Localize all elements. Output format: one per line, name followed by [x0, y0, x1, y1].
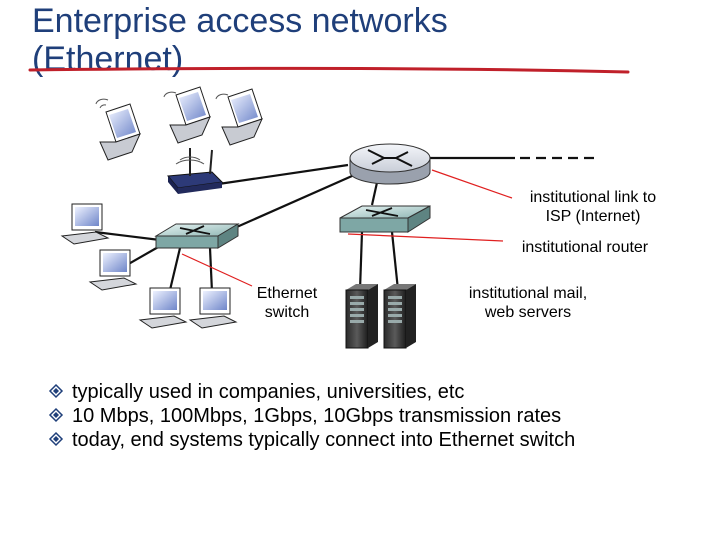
laptop-icon	[215, 88, 263, 146]
desktop-pc-icon	[188, 287, 238, 329]
link-switch-pc1	[94, 230, 161, 242]
links	[94, 156, 595, 293]
title-line-2: (Ethernet)	[32, 40, 184, 78]
link-switch2-server1	[358, 231, 364, 291]
title-line-1: Enterprise access networks	[32, 2, 448, 40]
diamond-bullet-icon	[48, 383, 64, 399]
router-pointer	[347, 233, 504, 242]
link-switch-pc4	[208, 247, 214, 293]
diamond-bullet-icon	[48, 431, 64, 447]
desktop-pc-icon	[60, 203, 110, 245]
server-switch-icon	[339, 205, 431, 233]
link-switch2-server2	[390, 231, 400, 291]
servers-label-line-2: web servers	[484, 304, 572, 321]
switch-label-line-2: switch	[264, 304, 310, 321]
link-router-wifi	[204, 163, 349, 188]
laptop-icon	[95, 98, 141, 161]
bullet-text: 10 Mbps, 100Mbps, 1Gbps, 10Gbps transmis…	[72, 405, 562, 427]
bullet-text: today, end systems typically connect int…	[72, 429, 576, 451]
isp-link-label: institutional link to ISP (Internet)	[508, 188, 678, 226]
servers-label-line-1: institutional mail,	[468, 285, 588, 302]
isp-link-label-line-2: ISP (Internet)	[545, 208, 641, 225]
bullet-item: 10 Mbps, 100Mbps, 1Gbps, 10Gbps transmis…	[48, 404, 708, 428]
bullet-list: typically used in companies, universitie…	[48, 380, 708, 452]
mail-server-icon	[345, 284, 378, 349]
web-server-icon	[383, 284, 416, 349]
institutional-router-icon	[349, 143, 431, 185]
annotation-lines	[181, 169, 513, 287]
desktop-pc-icon	[88, 249, 138, 291]
title-underline	[28, 66, 630, 74]
bullet-item: today, end systems typically connect int…	[48, 428, 708, 452]
wifi-access-point-icon	[167, 148, 224, 194]
bullet-text: typically used in companies, universitie…	[72, 381, 465, 403]
desktop-pc-icon	[138, 287, 188, 329]
page-title: Enterprise access networks (Ethernet)	[32, 2, 448, 78]
switch-label: Ethernet switch	[242, 284, 332, 322]
router-label-text: institutional router	[521, 239, 649, 256]
ethernet-switch-icon	[154, 223, 240, 249]
switch-label-line-1: Ethernet	[256, 285, 318, 302]
isp-link-label-line-1: institutional link to	[529, 189, 657, 206]
link-switch-pc3	[168, 247, 182, 291]
link-router-mainswitch	[229, 174, 353, 232]
router-label: institutional router	[500, 238, 670, 257]
bullet-item: typically used in companies, universitie…	[48, 380, 708, 404]
laptop-icon	[163, 86, 211, 144]
isp-pointer	[431, 169, 513, 199]
servers-label: institutional mail, web servers	[440, 284, 616, 322]
switch-pointer	[181, 253, 253, 287]
diamond-bullet-icon	[48, 407, 64, 423]
